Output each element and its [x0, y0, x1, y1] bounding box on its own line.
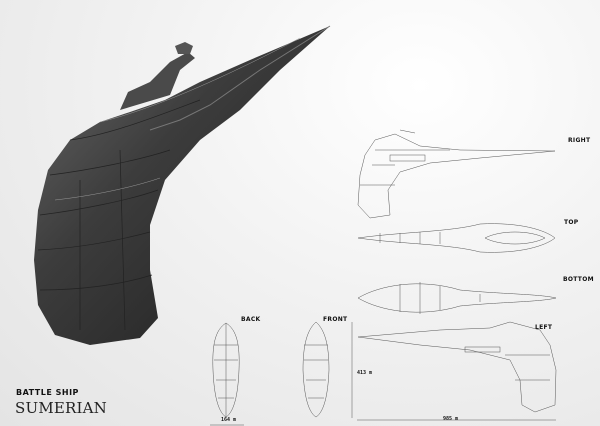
label-bottom: BOTTOM [563, 276, 594, 283]
blueprint-right [357, 129, 556, 219]
blueprint-front [302, 321, 556, 421]
ship-type: BATTLE SHIP [16, 388, 79, 397]
battleship-render [34, 25, 331, 345]
label-right: RIGHT [568, 137, 591, 144]
dimension-height: 413 m [357, 370, 373, 376]
label-front: FRONT [323, 316, 348, 323]
dimension-length: 985 m [443, 416, 459, 422]
ship-name: SUMERIAN [15, 399, 108, 417]
label-back: BACK [241, 316, 261, 323]
dimension-width: 164 m [221, 417, 237, 423]
blueprint-top [357, 223, 556, 253]
blueprint-bottom [357, 282, 557, 314]
label-left: LEFT [535, 324, 553, 331]
label-top: TOP [564, 219, 579, 226]
blueprint-back [210, 322, 244, 426]
blueprint-left [357, 321, 557, 413]
